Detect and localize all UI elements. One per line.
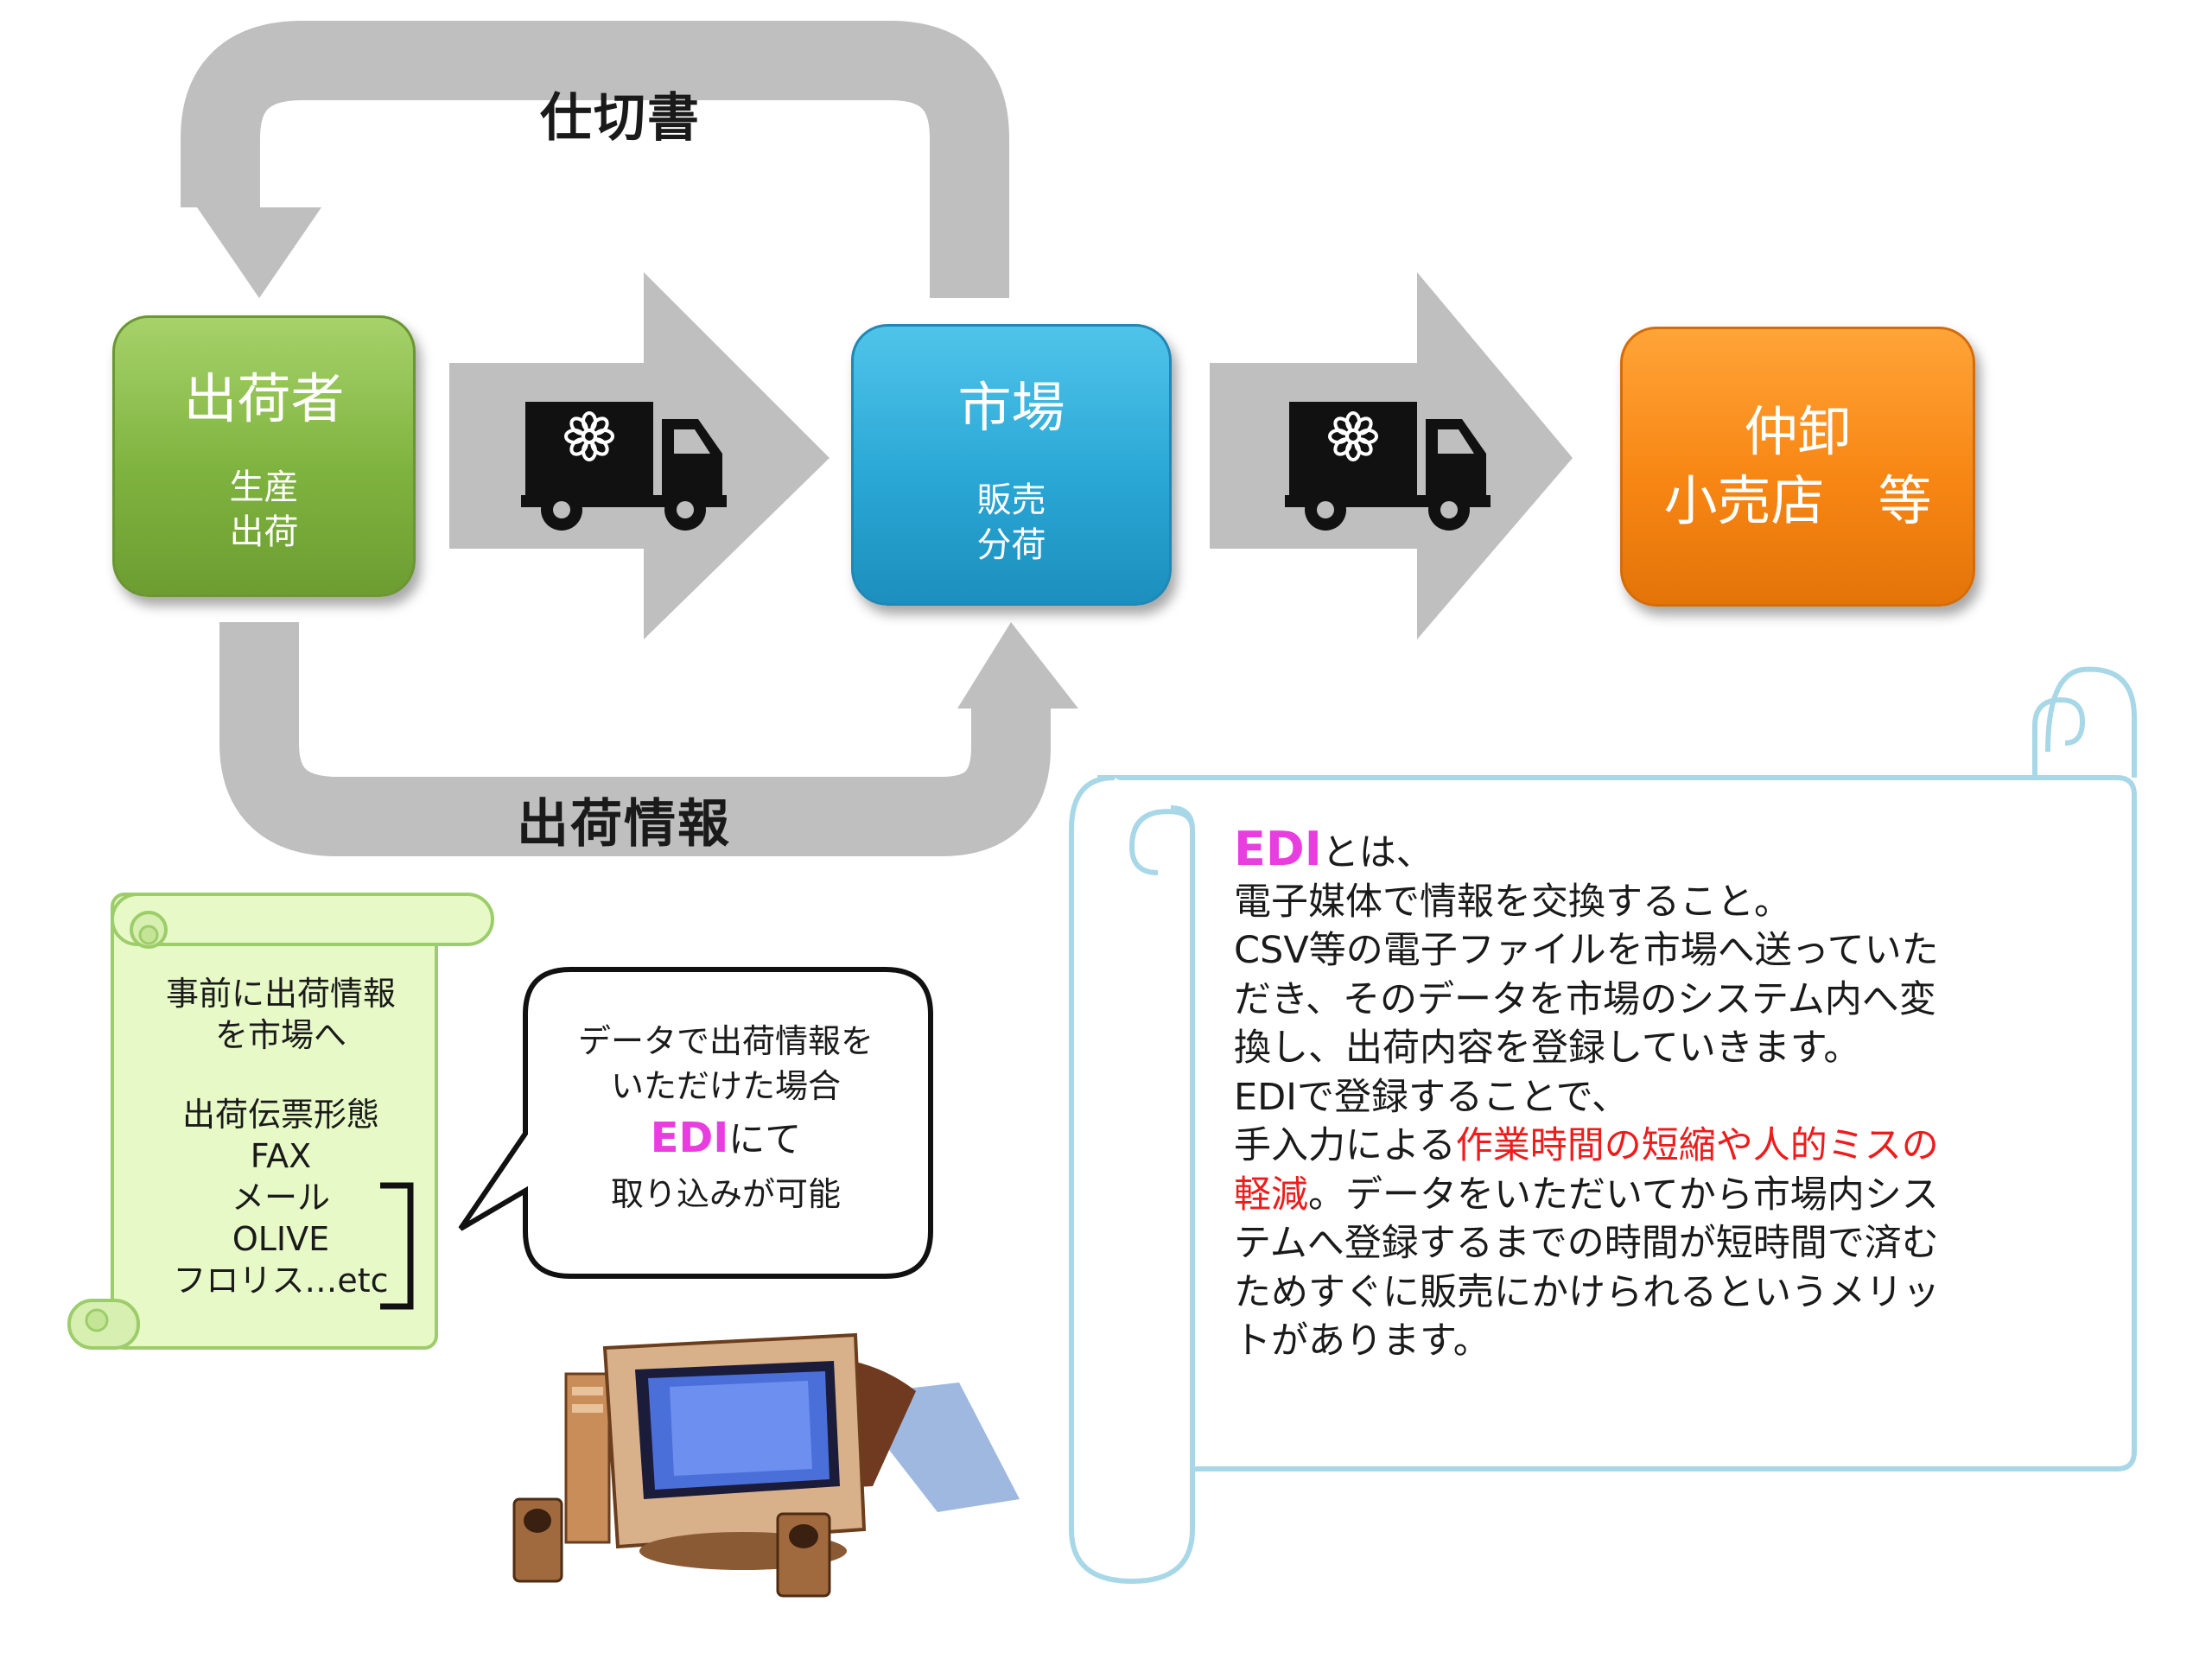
edi-scroll [1069, 666, 2137, 1585]
node-market: 市場 販売 分荷 [851, 324, 1172, 606]
shipping-info-label: 出荷情報 [517, 794, 731, 855]
edi-heading-term: EDI [1234, 822, 1322, 876]
edi-heading: EDIとは、 [1234, 822, 2063, 878]
note-line-6: OLIVE [232, 1220, 330, 1258]
retail-line-2: 小売店 等 [1663, 469, 1932, 532]
retail-line-1: 仲卸 [1744, 400, 1852, 463]
node-shipper: 出荷者 生産 出荷 [112, 315, 416, 597]
shipper-line-2: 出荷 [229, 512, 299, 552]
bubble-line-2: いただけた場合 [610, 1067, 841, 1105]
note-line-4: FAX [250, 1137, 312, 1175]
edi-line-2: 電子媒体で情報を交換すること。 [1234, 880, 1791, 924]
edi-line-9: テムへ登録するまでの時間が短時間で済む [1234, 1222, 1939, 1265]
edi-heading-suffix: とは、 [1321, 831, 1433, 874]
shipping-info-arrow [219, 622, 1051, 856]
edi-line-8: 軽減。データをいただいてから市場内シス [1234, 1171, 2063, 1220]
edi-line-7-highlight: 作業時間の短縮や人的ミスの [1455, 1124, 1939, 1167]
list-bracket [380, 1182, 414, 1310]
flower-icon [564, 411, 614, 461]
edi-description: EDIとは、 電子媒体で情報を交換すること。 CSV等の電子ファイルを市場へ送っ… [1234, 822, 2063, 1366]
shipper-title: 出荷者 [183, 367, 345, 430]
flower-icon [1328, 411, 1378, 461]
note-line-3: 出荷伝票形態 [181, 1096, 379, 1134]
edi-line-8-rest: 。データをいただいてから市場内シス [1308, 1173, 1939, 1217]
speech-bubble [458, 967, 933, 1279]
edi-line-3: CSV等の電子ファイルを市場へ送っていた [1234, 929, 1939, 972]
note-line-1: 事前に出荷情報 [165, 975, 396, 1013]
shipping-info-arrowhead [957, 622, 1078, 709]
invoice-arrowhead [197, 207, 321, 298]
bubble-edi: EDI [650, 1114, 729, 1162]
truck-icon [1285, 402, 1491, 531]
market-line-1: 販売 [976, 480, 1046, 520]
bubble-line-3-suffix: にて [728, 1118, 802, 1160]
market-title: 市場 [957, 376, 1065, 439]
bubble-line-3: EDIにて [523, 1116, 929, 1161]
edi-line-7-prefix: 手入力による [1234, 1124, 1456, 1167]
edi-line-7: 手入力による作業時間の短縮や人的ミスの [1234, 1122, 2063, 1171]
green-scroll-note [67, 893, 494, 1350]
shipper-line-1: 生産 [229, 467, 299, 507]
edi-line-10: ためすぐに販売にかけられるというメリッ [1234, 1270, 1940, 1314]
truck-icon [521, 402, 727, 531]
note-line-7: フロリス…etc [173, 1262, 389, 1300]
note-line-5: メール [231, 1179, 330, 1217]
note-line-2: を市場へ [214, 1016, 346, 1054]
edi-line-8-highlight: 軽減 [1234, 1173, 1308, 1217]
edi-line-4: だき、そのデータを市場のシステム内へ変 [1234, 977, 1936, 1021]
edi-line-11: トがあります。 [1234, 1319, 1491, 1363]
computer-icon [512, 1332, 1020, 1598]
invoice-label: 仕切書 [540, 88, 701, 149]
edi-line-6: EDIで登録することで、 [1234, 1075, 1629, 1119]
bubble-line-4: 取り込みが可能 [610, 1175, 841, 1213]
edi-line-5: 換し、出荷内容を登録していきます。 [1234, 1027, 1861, 1070]
market-line-2: 分荷 [976, 525, 1046, 565]
bubble-line-1: データで出荷情報を [577, 1022, 874, 1060]
node-retail: 仲卸 小売店 等 [1620, 327, 1975, 607]
invoice-return-arrow [181, 21, 1009, 298]
